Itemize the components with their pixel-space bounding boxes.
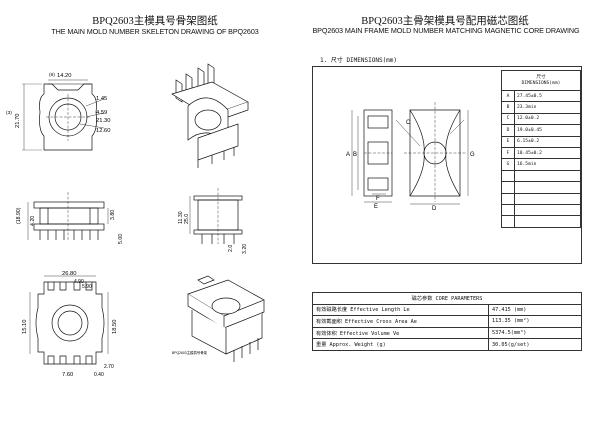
dim-value: 6.15±0.2 [514, 135, 581, 148]
table-row [501, 181, 581, 194]
dim-value-empty [514, 169, 581, 183]
param-value: 47.415 (mm) [488, 303, 582, 317]
dim-letter: A [501, 89, 515, 103]
front-dim-c: 2.0 [228, 245, 234, 252]
bottom-dim-g: 2.70 [104, 364, 114, 370]
table-row [501, 169, 581, 183]
bottom-view-drawing: 26.80 4.90 5.90 15.10 18.50 7.60 0.40 2.… [22, 271, 118, 378]
bottom-dim-c: 15.10 [22, 319, 28, 334]
dimension-header-en: DIMENSIONS(mm) [521, 80, 561, 86]
core-label-d: D [432, 206, 437, 210]
front-dim-b: 25.0 [184, 214, 190, 224]
param-value: 30.05(g/set) [488, 338, 582, 351]
core-parameters-table: 磁芯参数 CORE PARAMETERS 有效磁路长度 Effective Le… [312, 292, 582, 351]
dim-value: 27.45±0.5 [514, 89, 581, 103]
top-dim-height: 21.70 [15, 113, 21, 128]
core-drawing: A B C D E F G [346, 102, 475, 210]
dimension-header-cn: 尺寸 [536, 74, 546, 80]
param-label: 有效磁路长度 Effective Length Le [312, 303, 489, 317]
dim-value-empty [514, 181, 581, 194]
side-dim-a: 4.20 [30, 216, 36, 226]
core-label-g: G [470, 152, 475, 158]
table-row: 重量 Approx. Weight (g)30.05(g/set) [312, 338, 582, 351]
dim-value: 16.5min [514, 158, 581, 171]
iso-note: BPQ2603主模具号骨架 [172, 350, 208, 355]
top-dim-d: 4.59 [96, 110, 107, 116]
bottom-dim-d: 18.50 [112, 319, 118, 334]
dimension-table-header: 尺寸 DIMENSIONS(mm) [501, 70, 581, 91]
right-title-en: BPQ2603 MAIN FRAME MOLD NUMBER MATCHING … [312, 26, 580, 35]
dimensions-section-label: 1. 尺寸 DIMENSIONS(mm) [320, 57, 398, 64]
dim-letter-empty [501, 192, 515, 205]
side-dim-height: (18.90) [16, 207, 22, 224]
dim-letter-empty [501, 181, 515, 194]
dim-letter-empty [501, 169, 515, 183]
dim-letter: D [501, 124, 515, 137]
dim-value: 19.0±0.45 [514, 124, 581, 137]
param-label: 有效体积 Effective Volume Ve [312, 326, 489, 340]
right-title-cn: BPQ2603主骨架模具号配用磁芯图纸 [361, 16, 529, 27]
param-label: 有效截面积 Effective Cross Area Ae [312, 315, 489, 328]
core-label-c: C [406, 120, 411, 126]
side-dim-b: 3.80 [110, 210, 116, 220]
table-row [501, 215, 581, 228]
core-label-e: E [374, 204, 378, 210]
dim-letter: E [501, 135, 515, 148]
core-label-f: F [376, 196, 380, 202]
top-dim-outer: 21.30 [96, 118, 111, 124]
dim-value-empty [514, 192, 581, 205]
front-view-drawing: 11.30 25.0 2.0 3.20 [178, 188, 248, 254]
top-dim-c: (3) [6, 110, 12, 116]
top-view-drawing: 14.20 1.45 (6) (3) 21.70 4.59 21.30 12.6… [6, 72, 111, 151]
dim-letter-empty [501, 215, 515, 228]
dim-value: 12.0±0.2 [514, 112, 581, 126]
bottom-dim-b: 5.90 [82, 284, 92, 290]
top-dim-a: 1.45 [96, 96, 107, 102]
table-row [501, 203, 581, 217]
param-label: 重量 Approx. Weight (g) [312, 338, 489, 351]
table-row [501, 192, 581, 205]
top-dim-width: 14.20 [57, 73, 72, 79]
iso-view-bottom: BPQ2603主模具号骨架 [172, 275, 265, 362]
top-dim-b: (6) [49, 72, 55, 78]
param-value: 5374.5(mm³) [488, 326, 582, 340]
dim-letter: G [501, 158, 515, 171]
core-label-b: B [353, 152, 357, 158]
front-dim-a: 11.30 [178, 211, 184, 224]
dim-value: 23.3min [514, 101, 581, 114]
bottom-dim-a: 4.90 [74, 279, 84, 285]
side-dim-c: 5.00 [118, 234, 124, 244]
front-dim-d: 3.20 [242, 244, 248, 254]
core-parameters-header: 磁芯参数 CORE PARAMETERS [312, 292, 582, 305]
bottom-dim-e: 7.60 [62, 372, 73, 378]
dim-letter: F [501, 146, 515, 160]
bottom-dim-f: 0.40 [94, 372, 104, 378]
core-label-a: A [346, 152, 350, 158]
dim-value-empty [514, 203, 581, 217]
core-drawing-frame [312, 66, 582, 264]
dim-letter: B [501, 101, 515, 114]
iso-view-top [171, 63, 249, 168]
side-view-drawing: (18.90) 4.20 3.80 5.00 [16, 192, 124, 244]
dim-value-empty [514, 215, 581, 228]
left-title-cn: BPQ2603主模具号骨架图纸 [92, 16, 218, 27]
dim-letter: C [501, 112, 515, 126]
top-dim-inner: 12.60 [96, 128, 111, 134]
dim-value: 10.45±0.2 [514, 146, 581, 160]
left-title-en: THE MAIN MOLD NUMBER SKELETON DRAWING OF… [51, 27, 259, 36]
bottom-dim-width: 26.80 [62, 271, 77, 277]
dim-letter-empty [501, 203, 515, 217]
param-value: 113.35 (mm²) [488, 315, 582, 328]
